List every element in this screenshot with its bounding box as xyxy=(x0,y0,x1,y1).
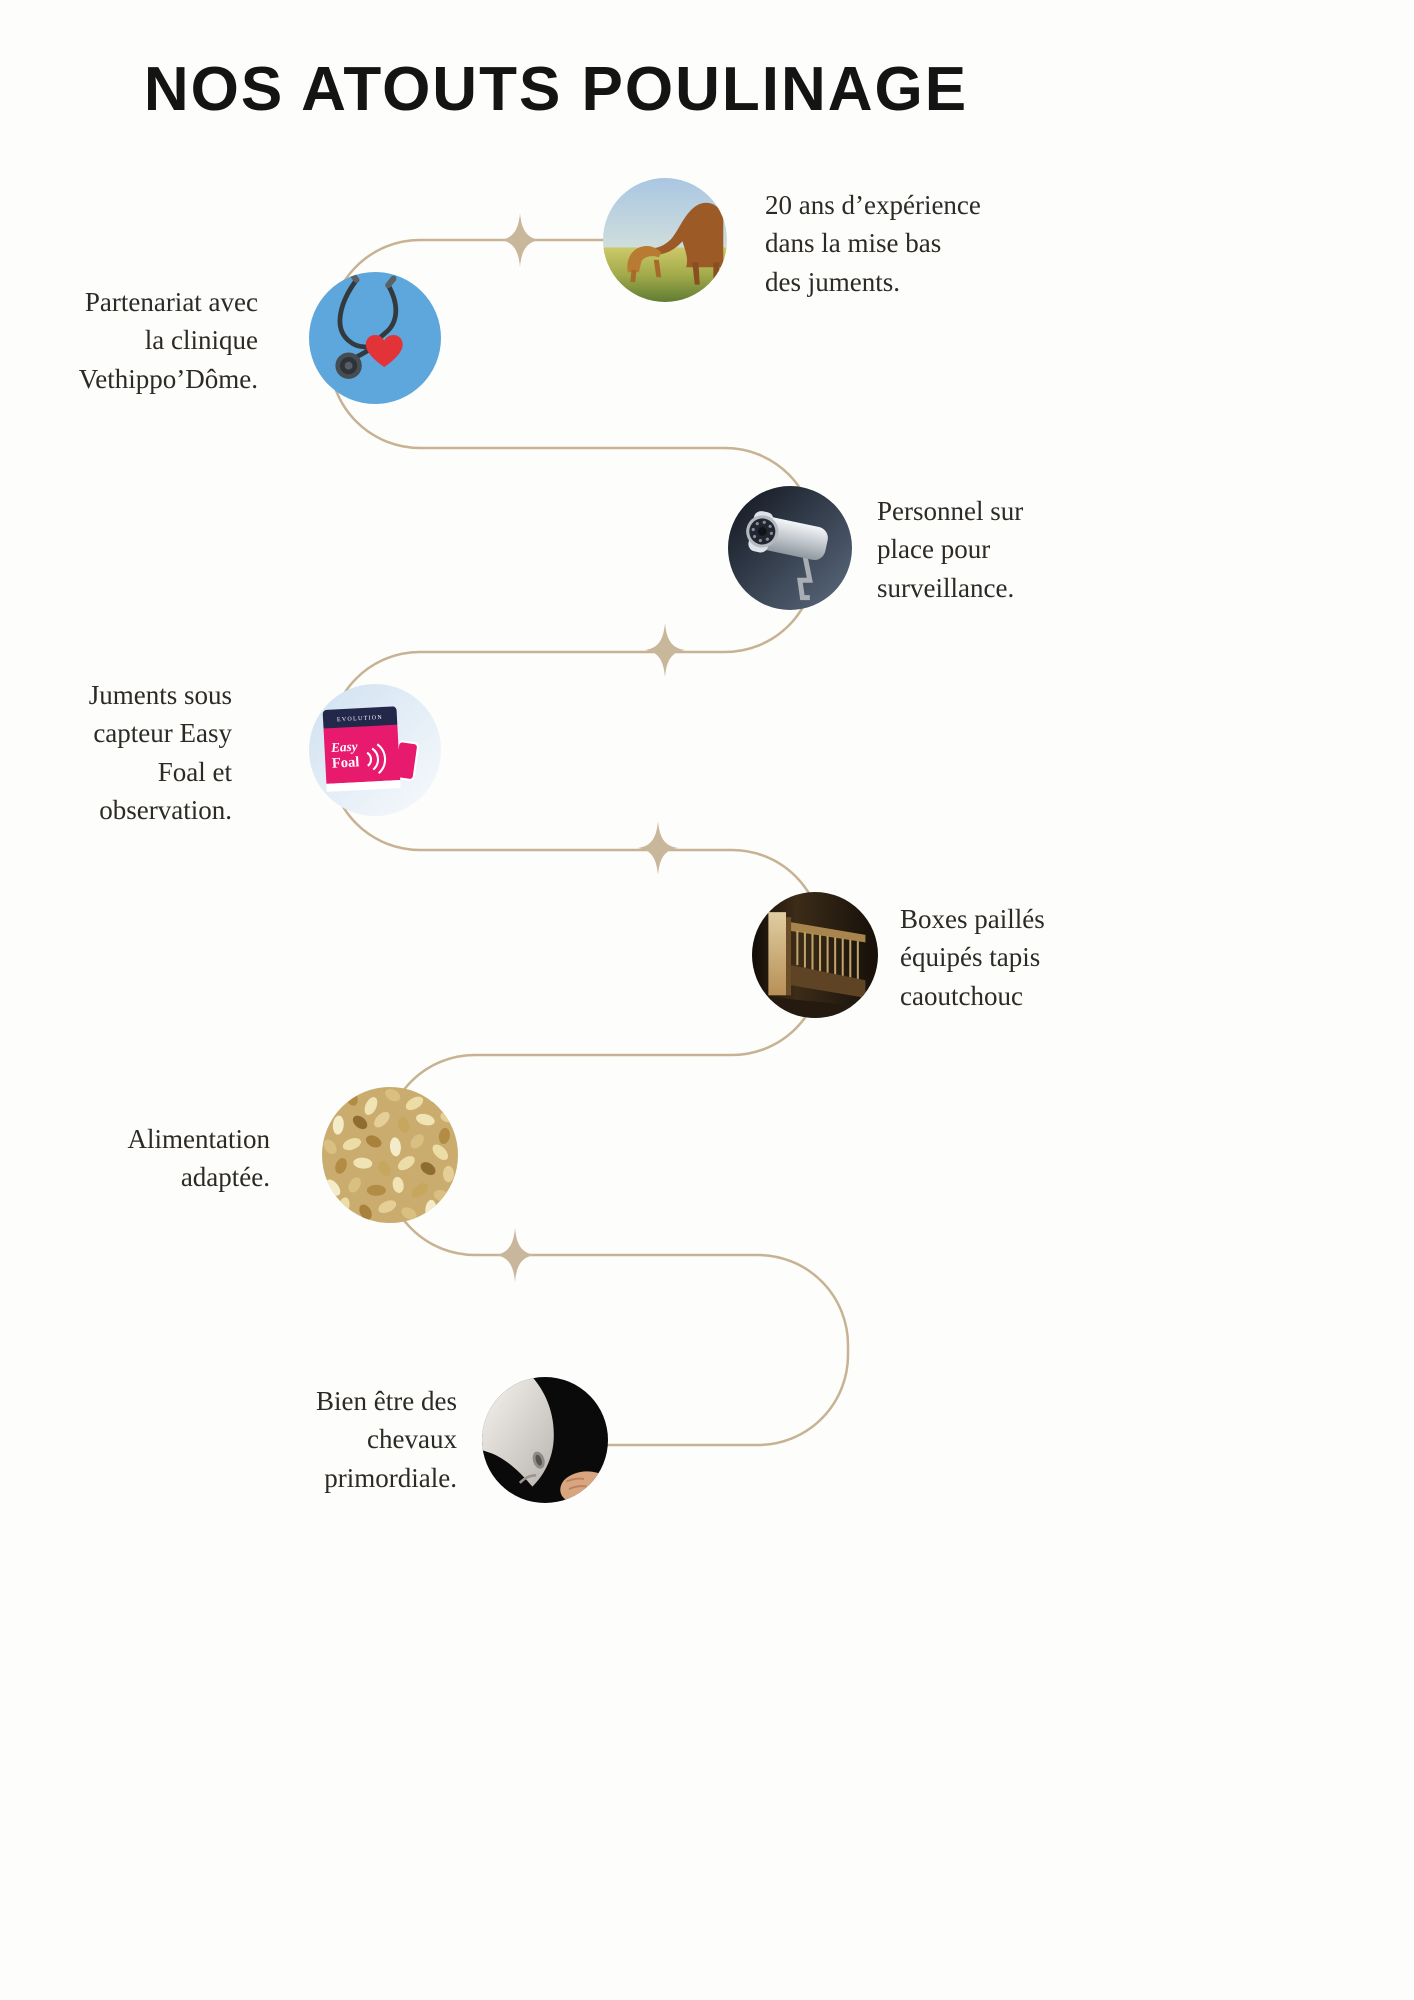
grain-feed-photo xyxy=(322,1087,458,1223)
item-text-capteur: Juments sous capteur Easy Foal et observ… xyxy=(88,680,232,825)
item-text-boxes: Boxes paillés équipés tapis caoutchouc xyxy=(900,904,1045,1011)
sparkle-icon xyxy=(638,821,678,875)
stable-boxes-photo xyxy=(752,892,878,1018)
stethoscope-heart-photo xyxy=(309,272,441,404)
security-camera-photo xyxy=(728,486,852,610)
sparkle-icon xyxy=(645,623,685,677)
device-line2-label: Foal xyxy=(332,754,360,771)
horse-muzzle-photo xyxy=(482,1377,608,1503)
sparkle-icon xyxy=(495,1228,535,1282)
device-brand-label: EVOLUTION xyxy=(337,715,383,723)
page-title: NOS ATOUTS POULINAGE xyxy=(143,55,969,124)
horse-and-foal-photo xyxy=(603,178,727,302)
easy-foal-sensor-photo: EVOLUTION Easy Foal xyxy=(309,684,441,816)
item-text-experience: 20 ans d’expérience dans la mise bas des… xyxy=(765,190,981,297)
item-text-surveillance: Personnel sur place pour surveillance. xyxy=(877,496,1024,603)
sparkle-icon xyxy=(500,213,540,267)
device-line1-label: Easy xyxy=(330,739,358,755)
item-text-alimentation: Alimentation adaptée. xyxy=(127,1124,270,1193)
item-text-bien-etre: Bien être des chevaux primordiale. xyxy=(316,1386,457,1493)
item-text-clinique: Partenariat avec la clinique Vethippo’Dô… xyxy=(78,287,258,394)
